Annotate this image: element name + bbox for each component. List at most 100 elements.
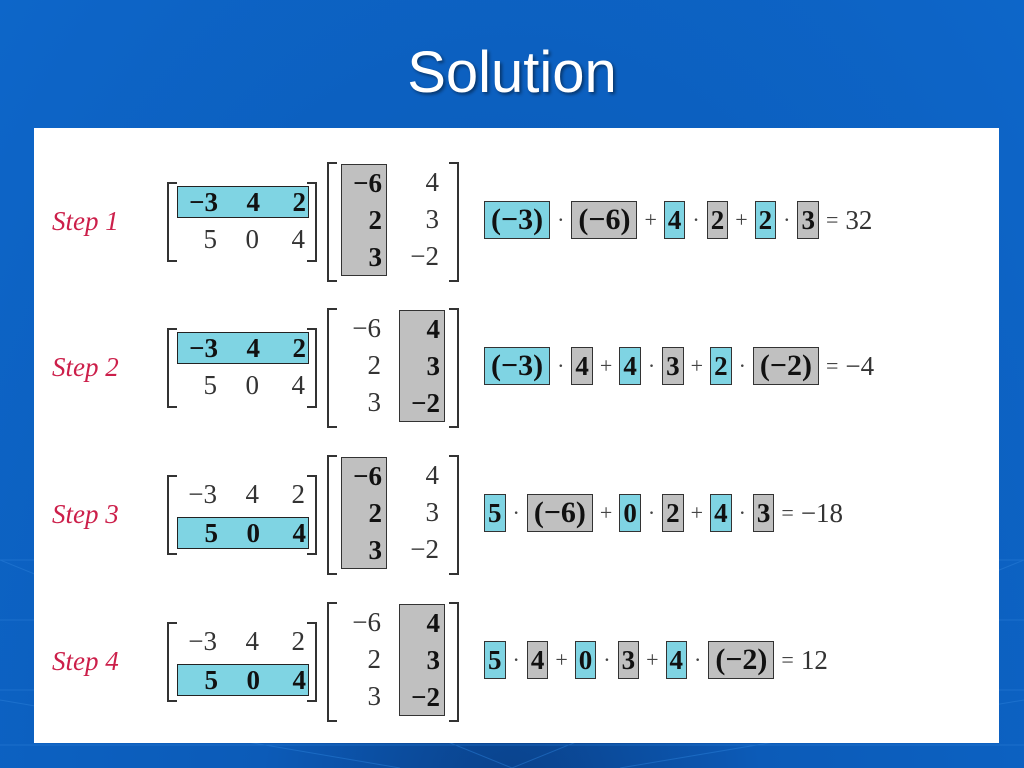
matrix-cell: 0 [245, 224, 260, 254]
matrix-cell: 4 [246, 333, 261, 363]
matrix-cell: 2 [292, 333, 307, 363]
matrix-cell: 3 [426, 351, 441, 381]
column-entry-box: 3 [662, 347, 684, 385]
bracket [327, 308, 337, 428]
matrix-cell: 3 [368, 242, 383, 272]
result-value: −18 [800, 497, 844, 528]
matrix-cell: 3 [425, 204, 440, 234]
bracket [307, 475, 317, 555]
matrix-cell: −6 [352, 607, 381, 637]
operator: + [555, 647, 568, 672]
step-label: Step 1 [52, 206, 119, 236]
column-entry-box: 2 [706, 201, 729, 239]
operator: + [735, 207, 748, 232]
matrix-a-row: −3 4 2 [177, 626, 307, 656]
matrix-cell: −2 [411, 388, 440, 418]
bracket [167, 475, 177, 555]
bracket [167, 182, 177, 262]
matrix-cell: −3 [189, 333, 218, 363]
step-label: Step 3 [52, 499, 119, 529]
matrix-cell: 3 [368, 535, 383, 565]
matrix-cell: −3 [188, 626, 217, 656]
matrix-cell: 3 [367, 681, 382, 711]
operator: · [694, 647, 702, 672]
matrix-cell: 4 [246, 187, 261, 217]
result-value: 12 [800, 644, 828, 675]
matrix-cell: 0 [246, 665, 261, 695]
dot-product-expression: (−3)·(−6)+4·2+2·3=32 [484, 198, 872, 242]
matrix-cell: 2 [291, 626, 306, 656]
row-entry-box: 4 [665, 641, 687, 679]
row-entry-box: 4 [619, 347, 641, 385]
matrix-cell: 3 [426, 645, 441, 675]
result-value: 32 [845, 204, 873, 235]
matrix-cell: −2 [411, 682, 440, 712]
operator: + [599, 353, 613, 378]
row-entry-box: 0 [574, 641, 597, 679]
matrix-cell: 4 [245, 626, 260, 656]
bracket [327, 162, 337, 282]
bracket [449, 308, 459, 428]
matrix-cell: −2 [410, 534, 439, 564]
row-entry-box: 4 [663, 201, 686, 239]
dot-product-expression: (−3)·4+4·3+2·(−2)=−4 [484, 344, 874, 388]
matrix-cell: −6 [352, 313, 381, 343]
matrix-a-row: −3 4 2 [177, 332, 309, 364]
matrix-cell: 5 [203, 370, 218, 400]
bracket [167, 622, 177, 702]
row-entry-box: 4 [710, 494, 732, 532]
column-entry-box: 4 [571, 347, 593, 385]
bracket [167, 328, 177, 408]
matrix-cell: 4 [245, 479, 260, 509]
operator: · [557, 207, 565, 232]
step-label: Step 4 [52, 646, 119, 676]
bracket [449, 602, 459, 722]
operator: · [512, 500, 520, 525]
matrix-cell: 2 [368, 205, 383, 235]
dot-product-expression: 5·4+0·3+4·(−2)=12 [484, 638, 828, 682]
column-entry-box: 2 [662, 494, 684, 532]
matrix-cell: 2 [368, 498, 383, 528]
bracket [307, 182, 317, 262]
operator: · [783, 207, 791, 232]
bracket [449, 455, 459, 575]
matrix-cell: 2 [292, 187, 307, 217]
operator: · [557, 353, 565, 378]
column-entry-box: 3 [752, 494, 775, 532]
dot-product-expression: 5·(−6)+0·2+4·3=−18 [484, 491, 843, 535]
matrix-cell: 4 [291, 224, 306, 254]
row-entry-box: (−3) [484, 201, 551, 239]
operator: · [692, 207, 700, 232]
matrix-cell: 5 [203, 224, 218, 254]
matrix-cell: 4 [426, 608, 441, 638]
row-entry-box: 2 [710, 347, 732, 385]
matrix-cell: −2 [410, 241, 439, 271]
matrix-cell: 3 [425, 497, 440, 527]
operator: · [647, 500, 656, 525]
bracket [327, 455, 337, 575]
operator: = [781, 647, 794, 672]
matrix-cell: 2 [367, 350, 382, 380]
row-entry-box: 5 [484, 494, 506, 532]
matrix-cell: 0 [245, 370, 260, 400]
row-entry-box: 2 [754, 201, 777, 239]
column-entry-box: (−2) [752, 347, 819, 385]
